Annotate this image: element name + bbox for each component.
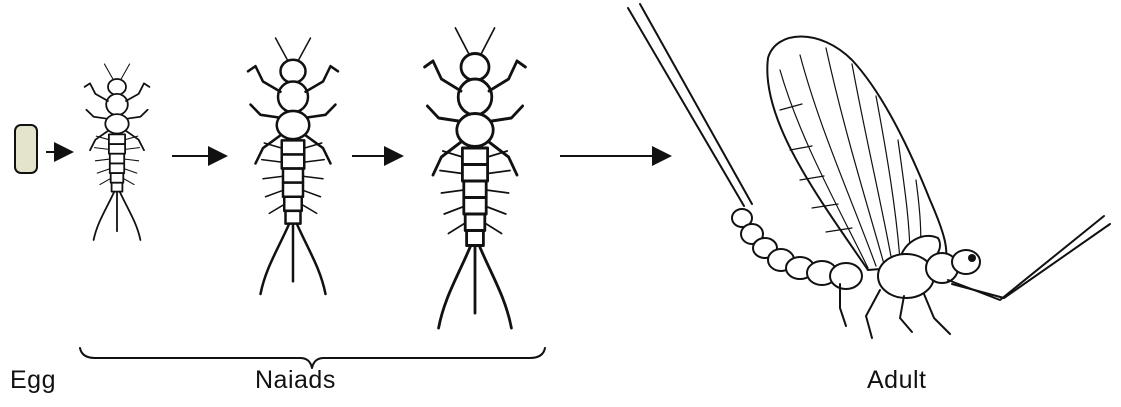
adult-mayfly-figure — [628, 4, 1110, 338]
naiads-label: Naiads — [255, 366, 336, 395]
naiads-bracket — [80, 348, 545, 368]
egg-shape — [15, 125, 37, 173]
naiad-stage-2-figure — [248, 38, 338, 294]
egg-label: Egg — [10, 366, 56, 395]
naiad-stage-3-figure — [425, 28, 526, 328]
naiad-stage-1-figure — [85, 64, 150, 240]
adult-label: Adult — [867, 366, 926, 395]
